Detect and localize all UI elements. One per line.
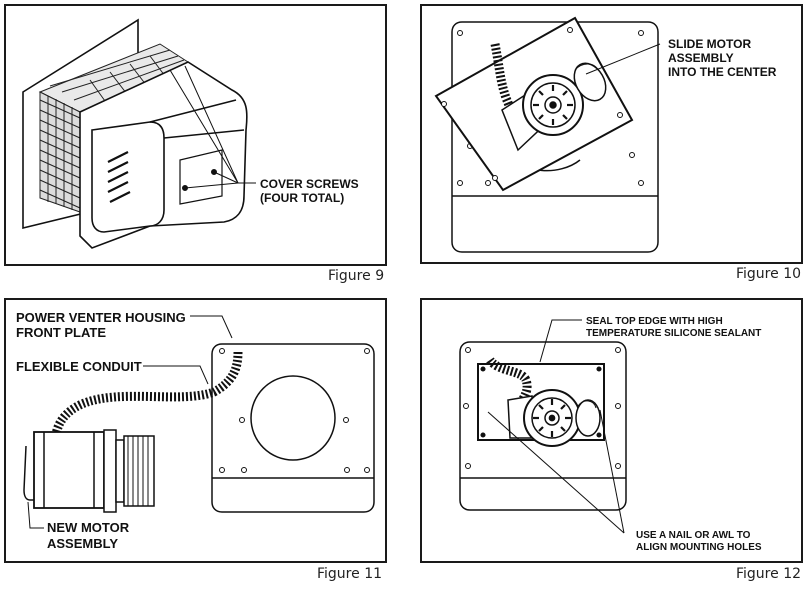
housing-front-plate-label-2: FRONT PLATE (16, 325, 106, 340)
new-motor-assembly-label: ASSEMBLY (47, 536, 118, 551)
nail-awl-label-1: USE A NAIL OR AWL TO (636, 530, 751, 541)
into-center-label: INTO THE CENTER (668, 65, 777, 79)
motor-assembly (522, 74, 584, 136)
capacitor (573, 62, 607, 102)
slide-motor-label: SLIDE MOTOR (668, 37, 751, 51)
assembly-label: ASSEMBLY (668, 51, 734, 65)
housing-front-plate-label-1: POWER VENTER HOUSING (16, 310, 186, 325)
nail-awl-label-2: ALIGN MOUNTING HOLES (636, 542, 762, 553)
motor-assembly (523, 389, 581, 447)
figure-11-caption: Figure 11 (317, 566, 383, 582)
louver-slots (107, 151, 131, 203)
capacitor (575, 399, 601, 437)
fan-opening (250, 375, 336, 461)
new-motor-assembly (23, 429, 155, 513)
four-total-label: (FOUR TOTAL) (260, 191, 344, 205)
mesh-guard (38, 43, 190, 213)
figure-9-caption: Figure 9 (328, 268, 385, 284)
cover-screws-label: COVER SCREWS (260, 177, 359, 191)
blower-wheel (123, 435, 155, 507)
flexible-conduit-label: FLEXIBLE CONDUIT (16, 359, 142, 374)
figure-10-caption: Figure 10 (736, 266, 802, 282)
seal-top-edge-label-2: TEMPERATURE SILICONE SEALANT (586, 328, 761, 339)
flexible-conduit (486, 356, 532, 408)
figure-12-caption: Figure 12 (736, 566, 802, 582)
new-motor-label: NEW MOTOR (47, 520, 130, 535)
seal-top-edge-label-1: SEAL TOP EDGE WITH HIGH (586, 316, 723, 327)
